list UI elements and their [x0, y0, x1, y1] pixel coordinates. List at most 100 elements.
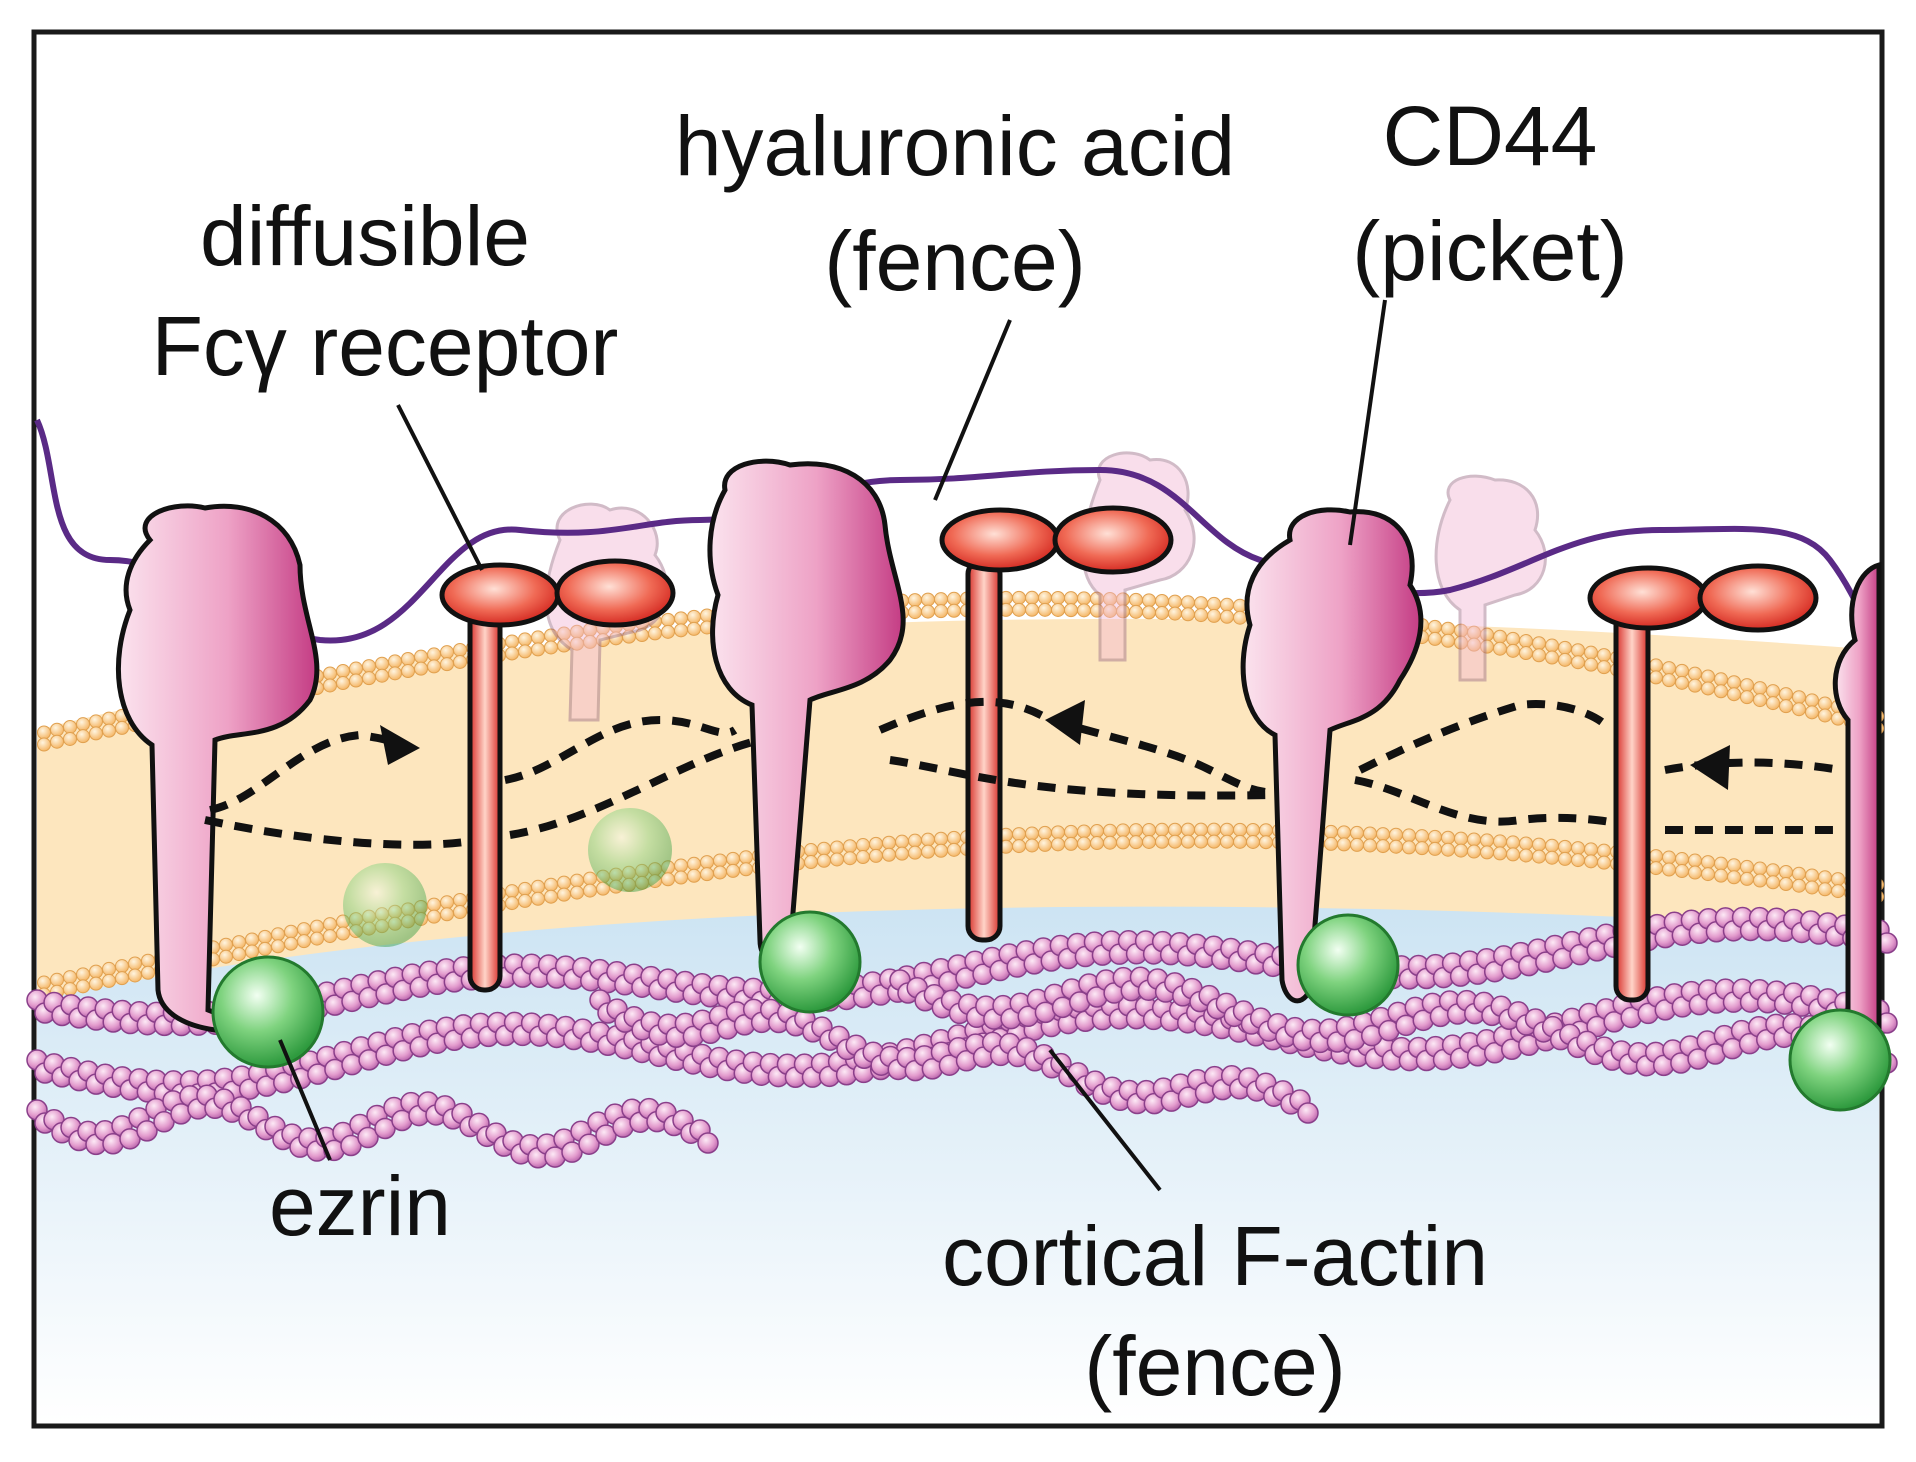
lipid-head-icon — [921, 844, 935, 859]
lipid-head-icon — [63, 982, 77, 997]
lipid-head-icon — [1493, 834, 1507, 849]
lipid-head-icon — [1363, 826, 1377, 841]
lipid-head-icon — [1584, 854, 1598, 869]
lipid-head-icon — [583, 883, 597, 898]
leader-line-fc-receptor — [396, 404, 484, 571]
lipid-head-icon — [1714, 684, 1728, 699]
cd44-picket-protein-icon — [115, 503, 320, 1033]
lipid-head-icon — [570, 873, 584, 888]
lipid-head-icon — [1831, 872, 1845, 887]
lipid-head-icon — [1701, 867, 1715, 882]
lipid-head-icon — [1012, 827, 1026, 842]
lipid-head-icon — [37, 737, 51, 752]
lipid-head-icon — [1714, 672, 1728, 687]
lipid-head-icon — [557, 875, 571, 890]
cd44-picket-protein-icon — [1240, 507, 1424, 1004]
lipid-head-icon — [570, 885, 584, 900]
lipid-head-icon — [1493, 641, 1507, 656]
lipid-head-icon — [1662, 862, 1676, 877]
cd44-label-line2: (picket) — [1352, 204, 1627, 298]
lipid-head-icon — [349, 661, 363, 676]
lipid-head-icon — [1142, 822, 1156, 837]
lipid-head-icon — [453, 642, 467, 657]
lipid-head-icon — [284, 936, 298, 951]
lipid-head-icon — [1766, 863, 1780, 878]
lipid-head-icon — [1064, 824, 1078, 839]
lipid-head-icon — [817, 853, 831, 868]
lipid-head-icon — [1597, 843, 1611, 858]
lipid-head-icon — [947, 842, 961, 857]
lipid-head-icon — [1766, 696, 1780, 711]
lipid-head-icon — [843, 839, 857, 854]
lipid-head-icon — [1220, 822, 1234, 837]
lipid-head-icon — [518, 893, 532, 908]
lipid-head-icon — [1571, 853, 1585, 868]
lipid-head-icon — [908, 833, 922, 848]
lipid-head-icon — [1259, 823, 1273, 838]
lipid-head-icon — [1194, 822, 1208, 837]
lipid-head-icon — [1428, 619, 1442, 634]
lipid-head-icon — [141, 953, 155, 968]
lipid-head-icon — [1415, 829, 1429, 844]
lipid-head-icon — [102, 723, 116, 738]
lipid-head-icon — [1584, 657, 1598, 672]
lipid-head-icon — [1168, 594, 1182, 609]
lipid-head-icon — [1597, 855, 1611, 870]
lipid-head-icon — [440, 645, 454, 660]
lipid-head-icon — [1090, 836, 1104, 851]
lipid-head-icon — [453, 892, 467, 907]
lipid-head-icon — [297, 922, 311, 937]
lipid-head-icon — [1428, 841, 1442, 856]
lipid-head-icon — [1194, 834, 1208, 849]
lipid-head-icon — [1701, 681, 1715, 696]
lipid-head-icon — [271, 939, 285, 954]
lipid-head-icon — [518, 644, 532, 659]
lipid-head-icon — [1545, 650, 1559, 665]
lipid-head-icon — [1220, 834, 1234, 849]
lipid-head-icon — [1818, 870, 1832, 885]
lipid-head-icon — [440, 657, 454, 672]
lipid-head-icon — [1207, 596, 1221, 611]
lipid-head-icon — [1220, 609, 1234, 624]
lipid-head-icon — [414, 649, 428, 664]
lipid-head-icon — [1779, 687, 1793, 702]
lipid-head-icon — [713, 853, 727, 868]
lipid-head-icon — [934, 843, 948, 858]
lipid-head-icon — [1792, 878, 1806, 893]
lipid-head-icon — [1116, 823, 1130, 838]
lipid-head-icon — [557, 887, 571, 902]
lipid-head-icon — [1740, 859, 1754, 874]
lipid-head-icon — [1675, 864, 1689, 879]
lipid-head-icon — [1519, 848, 1533, 863]
lipid-head-icon — [661, 624, 675, 639]
lipid-head-icon — [687, 609, 701, 624]
lipid-head-icon — [245, 944, 259, 959]
actin-bead-icon — [697, 1132, 719, 1154]
ezrin-sphere-icon — [211, 955, 325, 1069]
lipid-head-icon — [804, 855, 818, 870]
lipid-head-icon — [1207, 822, 1221, 837]
lipid-head-icon — [1350, 825, 1364, 840]
lipid-head-icon — [544, 889, 558, 904]
lipid-head-icon — [1064, 591, 1078, 606]
lipid-head-icon — [518, 632, 532, 647]
lipid-head-icon — [141, 965, 155, 980]
leader-line-cd44 — [1348, 299, 1387, 546]
lipid-head-icon — [89, 964, 103, 979]
lipid-head-icon — [1363, 838, 1377, 853]
lipid-head-icon — [1740, 690, 1754, 705]
lipid-head-icon — [284, 924, 298, 939]
lipid-head-icon — [401, 651, 415, 666]
lipid-head-icon — [1805, 880, 1819, 895]
lipid-head-icon — [1805, 868, 1819, 883]
lipid-head-icon — [1688, 678, 1702, 693]
lipid-head-icon — [1818, 696, 1832, 711]
lipid-head-icon — [856, 850, 870, 865]
lipid-head-icon — [1025, 602, 1039, 617]
lipid-head-icon — [1584, 645, 1598, 660]
lipid-head-icon — [1129, 835, 1143, 850]
lipid-head-icon — [1142, 593, 1156, 608]
lipid-head-icon — [1142, 834, 1156, 849]
lipid-head-icon — [63, 731, 77, 746]
lipid-head-icon — [1389, 839, 1403, 854]
